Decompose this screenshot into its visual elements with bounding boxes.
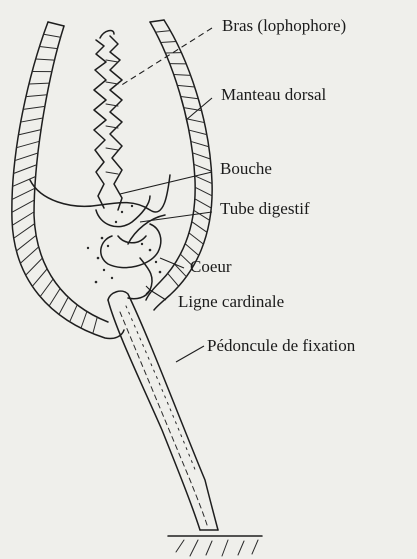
label-gut: Tube digestif: [220, 200, 310, 217]
label-heart: Coeur: [190, 258, 232, 275]
label-mouth: Bouche: [220, 160, 272, 177]
label-cardinal-line: Ligne cardinale: [178, 293, 284, 310]
label-arms: Bras (lophophore): [222, 17, 346, 34]
label-mantle: Manteau dorsal: [221, 86, 326, 103]
label-peduncle: Pédoncule de fixation: [207, 337, 355, 354]
lophophore-arms: [94, 31, 122, 210]
left-mantle-valve: [12, 22, 124, 339]
peduncle: [108, 291, 218, 530]
substrate: [168, 536, 262, 556]
